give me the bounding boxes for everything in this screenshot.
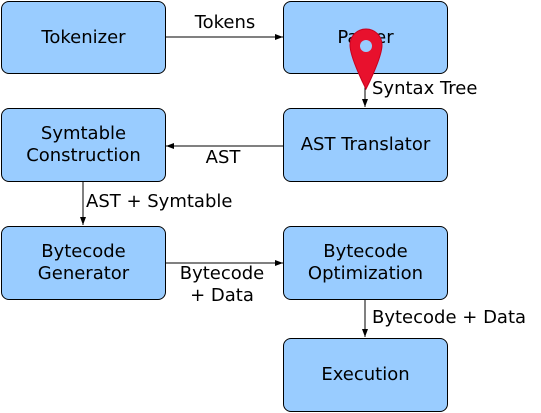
edge-label-syntax-tree: Syntax Tree <box>372 78 478 99</box>
node-execution: Execution <box>283 338 448 412</box>
node-tokenizer-label: Tokenizer <box>41 26 126 48</box>
map-pin-icon <box>349 28 383 91</box>
node-bytecode-optimization-label: Bytecode Optimization <box>307 241 424 284</box>
node-bytecode-generator-label: Bytecode Generator <box>37 241 130 284</box>
node-ast-translator: AST Translator <box>283 108 448 182</box>
node-tokenizer: Tokenizer <box>1 1 166 74</box>
node-ast-translator-label: AST Translator <box>300 134 431 156</box>
edge-label-ast: AST <box>205 147 241 168</box>
node-execution-label: Execution <box>321 364 410 386</box>
node-symtable-construction: Symtable Construction <box>1 108 166 182</box>
edge-label-tokens: Tokens <box>194 12 256 33</box>
node-bytecode-optimization: Bytecode Optimization <box>283 226 448 300</box>
edge-label-bytecode-data-left: Bytecode + Data <box>179 263 265 306</box>
edge-label-ast-symtable: AST + Symtable <box>86 191 233 212</box>
edge-label-bytecode-data-right: Bytecode + Data <box>372 307 527 328</box>
node-symtable-construction-label: Symtable Construction <box>26 123 141 166</box>
node-bytecode-generator: Bytecode Generator <box>1 226 166 300</box>
